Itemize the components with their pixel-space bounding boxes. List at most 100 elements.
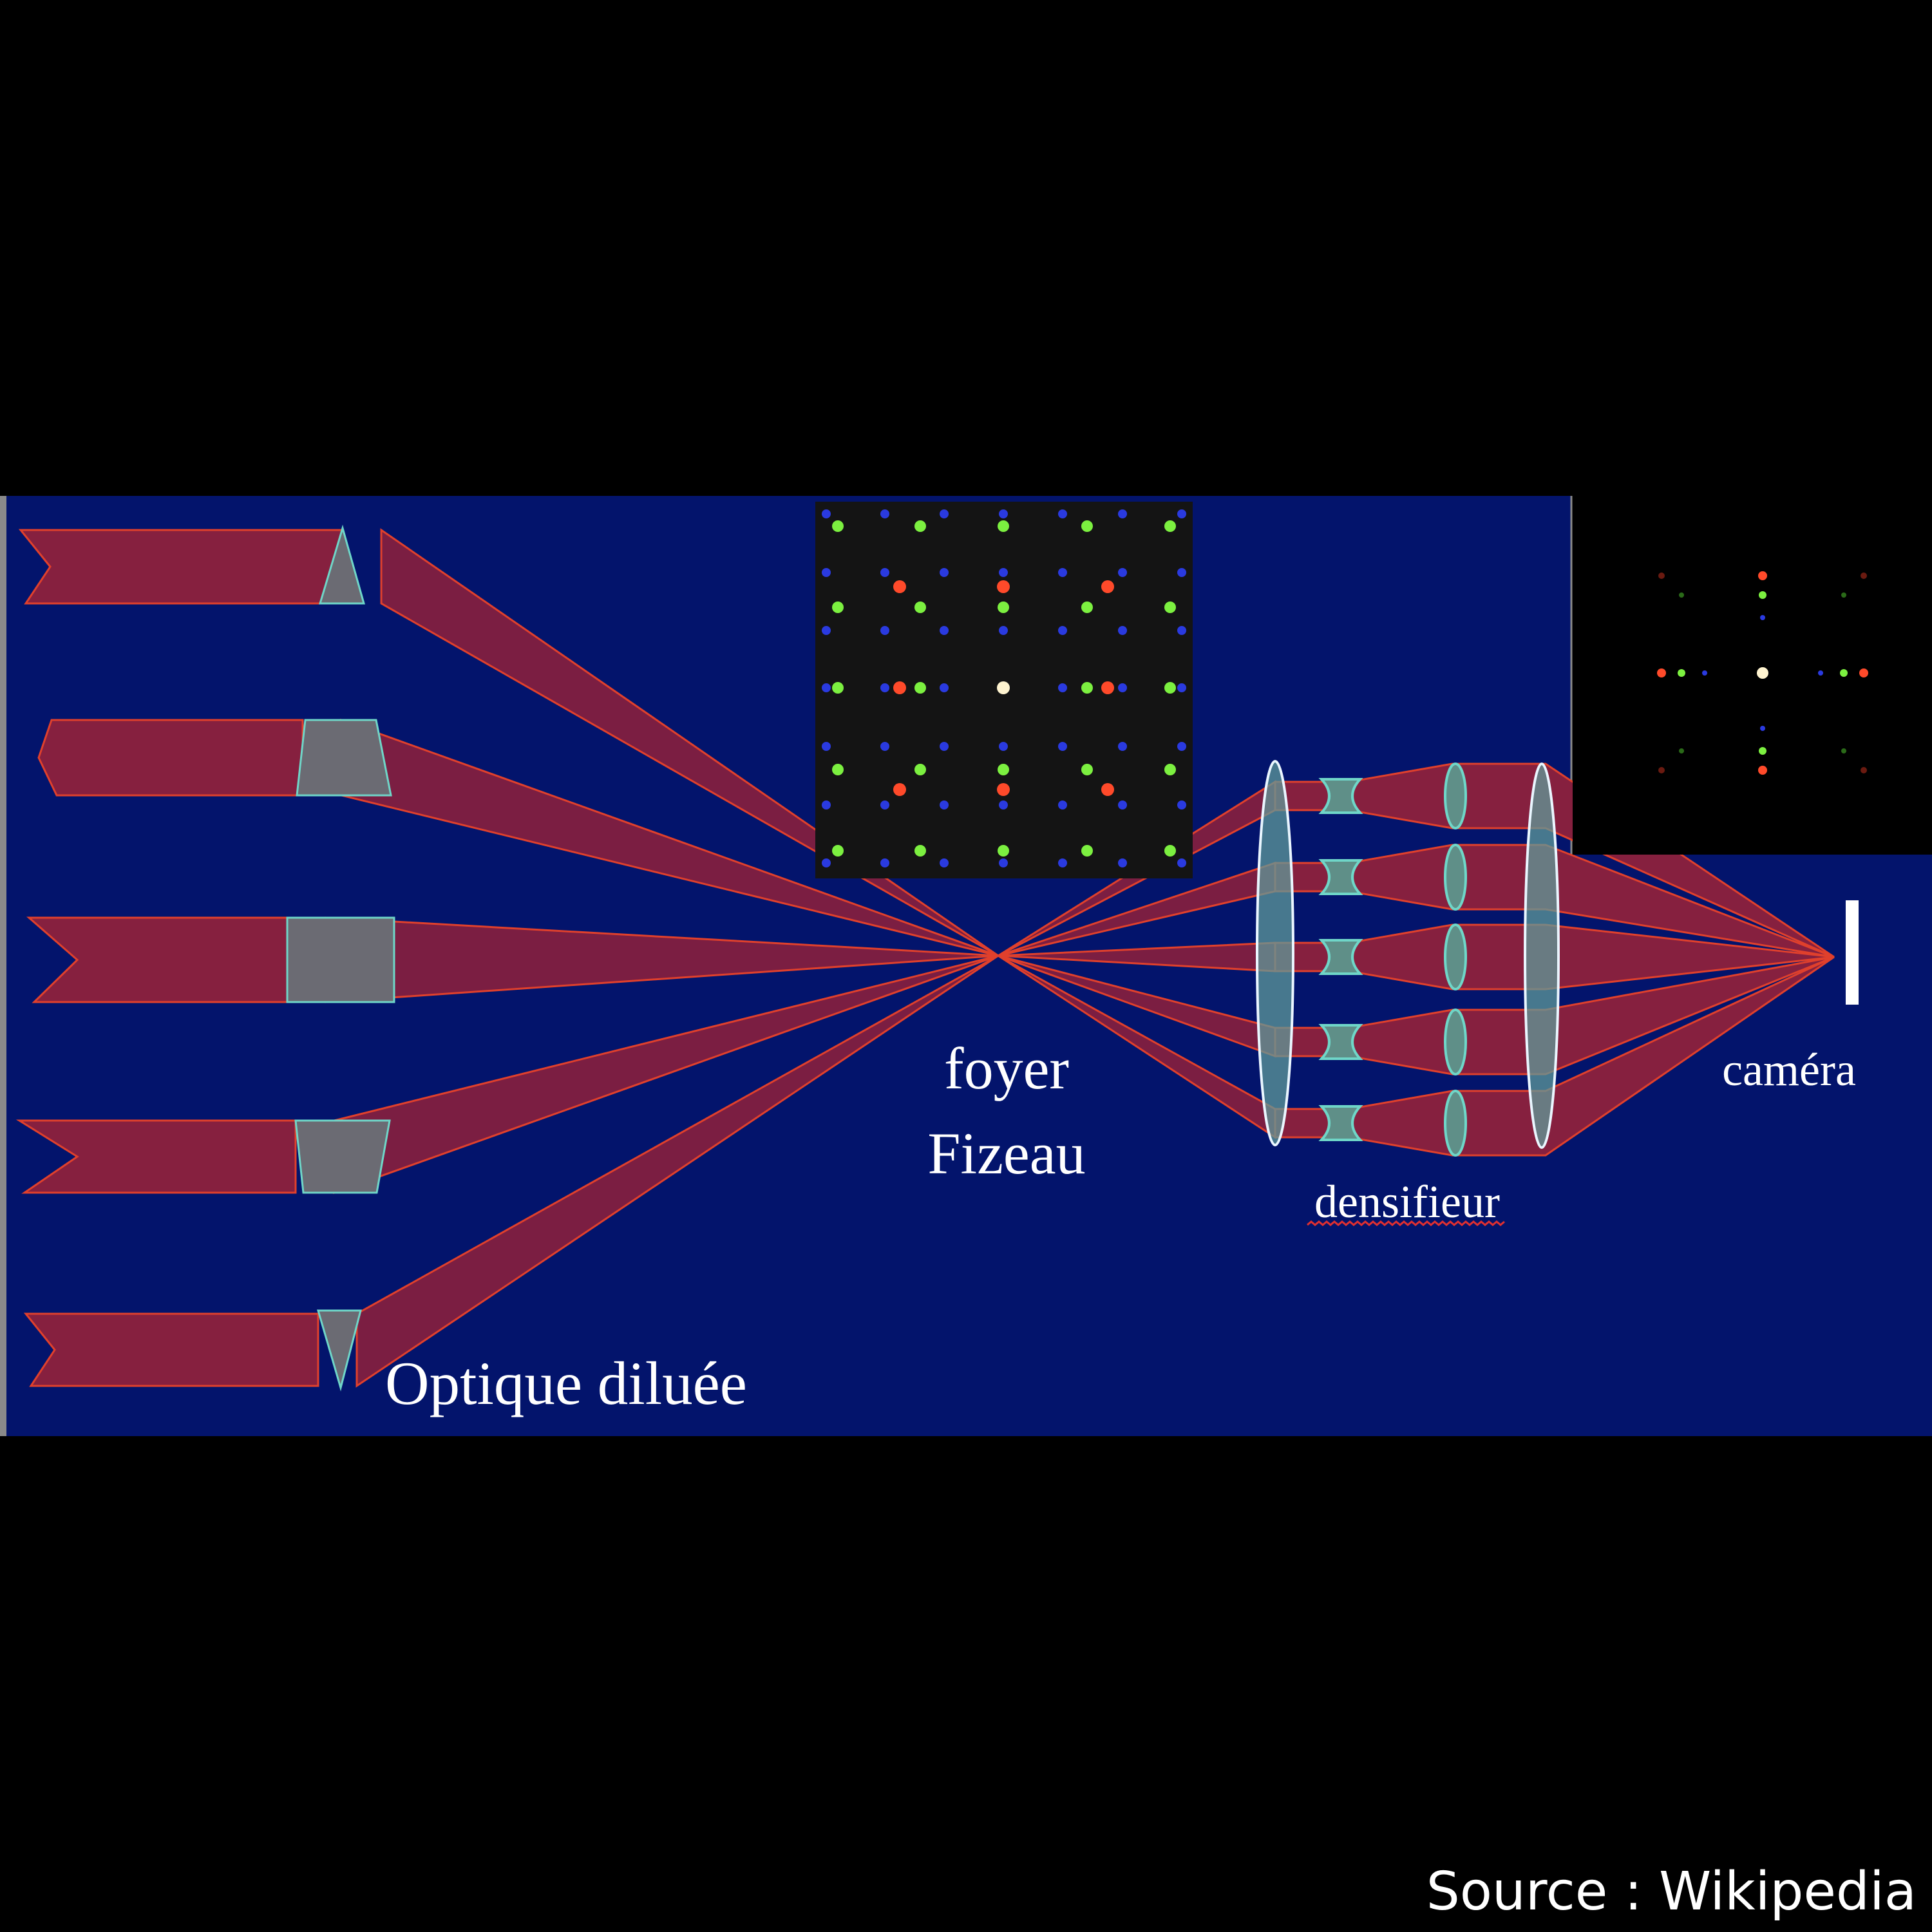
triangle-subaperture (318, 524, 365, 605)
green-spot (1081, 845, 1093, 857)
blue-spot (1818, 670, 1823, 676)
green-spot (1081, 764, 1093, 775)
blue-spot (822, 742, 831, 751)
blue-spot (999, 742, 1008, 751)
green-spot (1081, 682, 1093, 694)
green-spot (1164, 601, 1176, 613)
convex-lenslet (1444, 1090, 1467, 1157)
blue-spot (940, 568, 949, 577)
green-spot (832, 520, 844, 532)
square-subaperture (286, 916, 395, 1003)
blue-spot (1760, 615, 1765, 620)
input-beam (18, 529, 344, 605)
blue-spot (1760, 726, 1765, 731)
blue-spot (1177, 683, 1186, 692)
camera-sensor (1846, 900, 1859, 1005)
blue-spot (1177, 568, 1186, 577)
dim-red-spot (1658, 767, 1665, 773)
blue-spot (880, 568, 889, 577)
blue-spot (880, 626, 889, 635)
blue-spot (940, 683, 949, 692)
label-foyer: foyer (944, 1036, 1069, 1101)
green-spot (1081, 601, 1093, 613)
green-spot (832, 601, 844, 613)
blue-spot (1058, 800, 1067, 810)
trapezoid-subaperture (296, 719, 392, 797)
trapezoid-subaperture (294, 1119, 391, 1194)
central-spot (1757, 667, 1768, 679)
blue-spot (999, 568, 1008, 577)
blue-spot (999, 509, 1008, 518)
green-spot (914, 682, 926, 694)
blue-spot (1702, 670, 1707, 676)
dim-green-spot (1679, 592, 1684, 598)
concave-lens (1318, 1024, 1363, 1060)
convex-lenslet (1444, 923, 1467, 990)
blue-spot (1118, 858, 1127, 867)
dim-green-spot (1841, 748, 1846, 753)
concave-lens (1318, 778, 1363, 814)
densified-beam (1274, 956, 1835, 1157)
convex-lenslet (1444, 1009, 1467, 1075)
blue-spot (1118, 568, 1127, 577)
red-spot (1859, 668, 1868, 677)
converging-beam (355, 954, 999, 1388)
blue-spot (940, 742, 949, 751)
blue-spot (880, 509, 889, 518)
blue-spot (822, 626, 831, 635)
blue-spot (1058, 626, 1067, 635)
dim-green-spot (1841, 592, 1846, 598)
label-densifieur: densifieur (1314, 1176, 1500, 1227)
fizeau-spots (822, 509, 1186, 867)
green-spot (998, 520, 1009, 532)
dim-green-spot (1679, 748, 1684, 753)
collimating-lens (1256, 760, 1294, 1146)
red-spot (997, 783, 1010, 796)
blue-spot (1058, 742, 1067, 751)
green-spot (914, 601, 926, 613)
blue-spot (822, 800, 831, 810)
blue-spot (1118, 626, 1127, 635)
blue-spot (1177, 742, 1186, 751)
densified-spots (1657, 571, 1868, 775)
dim-red-spot (1861, 767, 1867, 773)
optics (286, 524, 1560, 1392)
blue-spot (940, 858, 949, 867)
blue-spot (940, 800, 949, 810)
blue-spot (822, 858, 831, 867)
green-spot (914, 764, 926, 775)
input-beam (26, 916, 289, 1003)
green-spot (1164, 682, 1176, 694)
green-spot (1081, 520, 1093, 532)
green-spot (1840, 669, 1848, 677)
green-spot (1164, 520, 1176, 532)
red-spot (1101, 580, 1114, 593)
blue-spot (999, 626, 1008, 635)
concave-lens (1318, 939, 1363, 975)
green-spot (1678, 669, 1685, 677)
blue-spot (822, 568, 831, 577)
blue-spot (822, 683, 831, 692)
blue-spot (1118, 742, 1127, 751)
blue-spot (940, 509, 949, 518)
red-spot (997, 580, 1010, 593)
densified-beam (1274, 762, 1835, 958)
input-beam (15, 1119, 297, 1194)
red-spot (1758, 766, 1767, 775)
blue-spot (999, 800, 1008, 810)
dim-red-spot (1658, 573, 1665, 579)
blue-spot (880, 742, 889, 751)
concave-lens (1318, 859, 1363, 895)
convex-lenslet (1444, 844, 1467, 911)
red-spot (1657, 668, 1666, 677)
blue-spot (1058, 683, 1067, 692)
red-spot (1101, 681, 1114, 694)
input-beam (23, 1312, 319, 1387)
green-spot (998, 764, 1009, 775)
dim-red-spot (1861, 573, 1867, 579)
blue-spot (1058, 858, 1067, 867)
spellcheck-underline (1307, 1220, 1505, 1226)
convex-lenslet (1444, 762, 1467, 829)
